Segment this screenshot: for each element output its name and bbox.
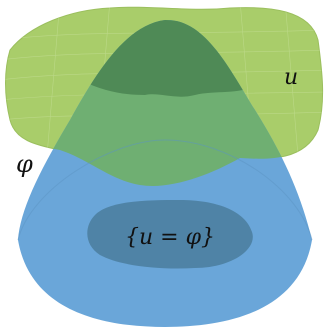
- dome-base-rim: [17, 139, 313, 241]
- label-phi: φ: [16, 150, 33, 178]
- contact-set-region: [87, 200, 253, 269]
- label-contact-set: {u = φ}: [125, 225, 215, 250]
- label-u: u: [284, 65, 298, 90]
